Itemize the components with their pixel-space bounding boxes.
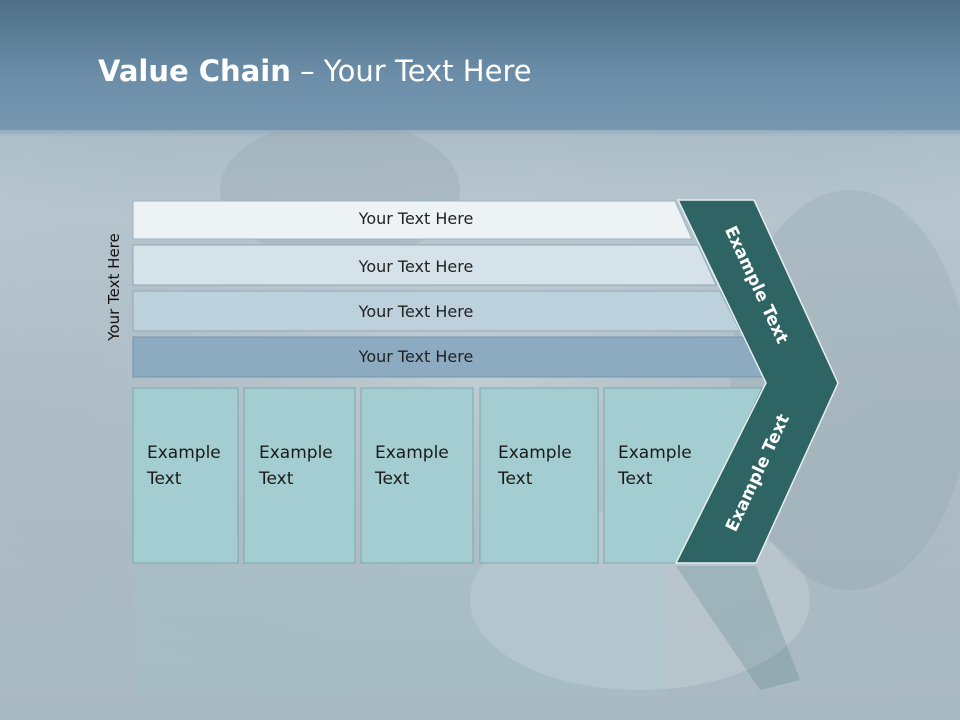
row-label-2: Your Text Here (358, 257, 474, 276)
column-box-3 (360, 387, 474, 564)
column-text-3-line1: Example (375, 443, 449, 463)
row-label-1: Your Text Here (358, 209, 474, 228)
column-text-5-line2: Text (618, 469, 653, 489)
column-text-1-line1: Example (147, 443, 221, 463)
slide-title: Value Chain – Your Text Here (98, 54, 532, 88)
row-label-4: Your Text Here (358, 347, 474, 366)
row-bar-3 (132, 290, 741, 332)
column-text-1-line2: Text (147, 469, 182, 489)
row-label-3: Your Text Here (358, 302, 474, 321)
chevron-arrow (674, 199, 839, 564)
column-text-2-line2: Text (259, 469, 294, 489)
column-text-4-line1: Example (498, 443, 572, 463)
columns-reflection (133, 566, 668, 696)
column-text-3-line2: Text (375, 469, 410, 489)
row-bar-2 (132, 244, 717, 286)
column-box-1 (132, 387, 239, 564)
column-text-2-line1: Example (259, 443, 333, 463)
chevron-reflection (676, 566, 800, 690)
row-bar-1 (132, 200, 693, 240)
header-band (0, 0, 960, 130)
column-text-4-line2: Text (498, 469, 533, 489)
column-box-2 (243, 387, 356, 564)
title-bold: Value Chain (98, 54, 291, 88)
title-rest: – Your Text Here (290, 54, 532, 88)
column-text-5-line1: Example (618, 443, 692, 463)
column-box-4 (479, 387, 599, 564)
